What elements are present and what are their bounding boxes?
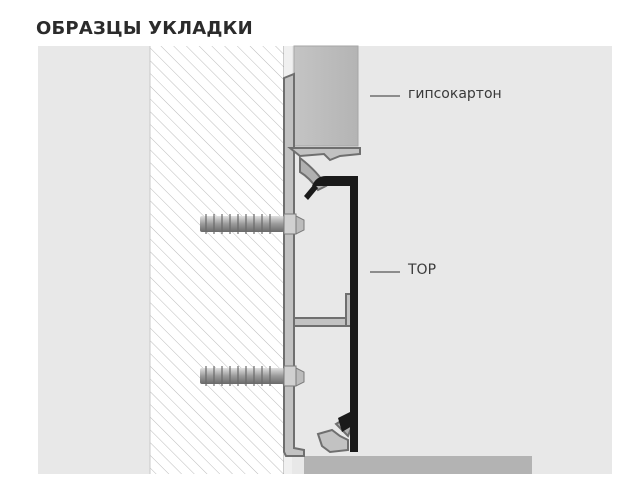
floor-slab (304, 456, 532, 474)
upper-screw (200, 213, 305, 235)
lower-screw (200, 365, 305, 387)
profile-label: TOP (408, 262, 437, 278)
black-cover-profile (304, 176, 358, 452)
drywall-label: гипсокартон (408, 86, 502, 102)
wall-hatching (150, 46, 284, 474)
drywall-sheet (293, 45, 359, 147)
page-title: ОБРАЗЦЫ УКЛАДКИ (36, 18, 253, 39)
